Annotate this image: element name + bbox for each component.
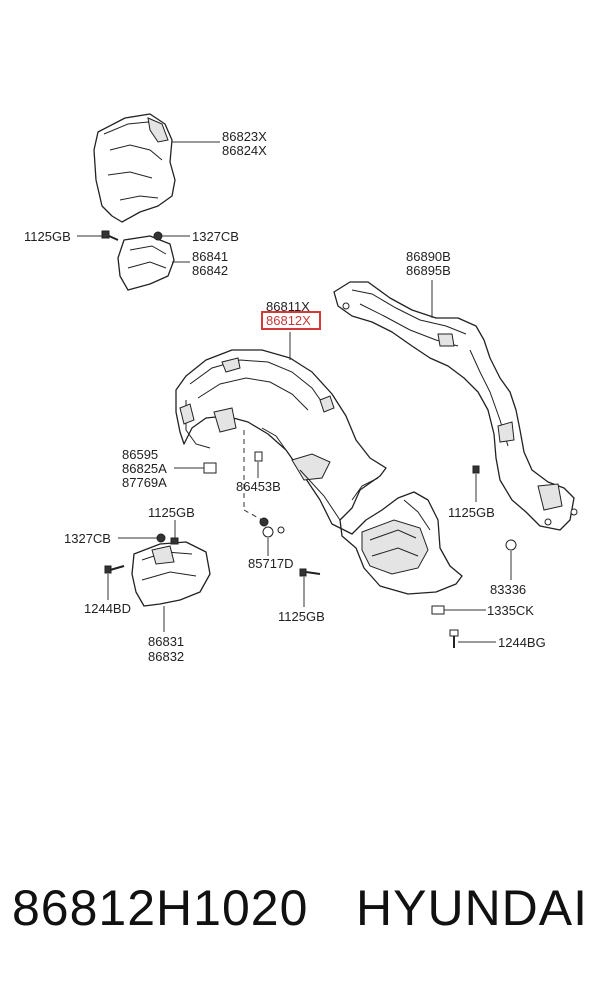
label-86453b: 86453B: [236, 479, 281, 494]
clip-1327cb-upper: [153, 231, 190, 241]
highlight-box-86812x: [261, 311, 321, 330]
label-86811x: 86811X: [266, 299, 310, 314]
label-86895b: 86895B: [406, 263, 451, 278]
part-number-caption: 86812H1020: [12, 880, 309, 936]
label-85717d: 85717D: [248, 556, 294, 571]
clip-1327cb-lower: [118, 533, 166, 543]
label-86890b: 86890B: [406, 249, 451, 264]
label-86824x: 86824X: [222, 143, 267, 158]
label-86842: 86842: [192, 263, 228, 278]
mud-flap-lower: [131, 541, 211, 607]
label-87769a: 87769A: [122, 475, 167, 490]
label-1327cb-b: 1327CB: [64, 531, 111, 546]
clip-86595: [174, 462, 217, 474]
label-86841: 86841: [192, 249, 228, 264]
parts-diagram: 86823X 86824X 1125GB 1327CB 86841 86842 …: [24, 113, 578, 664]
fender-liner-part: [175, 349, 463, 595]
label-1244bd: 1244BD: [84, 601, 131, 616]
label-1125gb-c: 1125GB: [448, 505, 495, 520]
label-86823x: 86823X: [222, 129, 267, 144]
mudguard-upper-part: [93, 113, 176, 223]
bolt-1125gb-lower: [299, 568, 321, 607]
reference-dash-line-2: [243, 509, 263, 521]
clip-86453b: [254, 451, 263, 478]
mud-flap-upper: [117, 235, 175, 291]
label-1244bg: 1244BG: [498, 635, 546, 650]
label-86825a: 86825A: [122, 461, 167, 476]
label-1327cb-a: 1327CB: [192, 229, 239, 244]
label-1125gb-d: 1125GB: [278, 609, 325, 624]
footer: 86812H1020 HYUNDAI: [0, 880, 600, 950]
bolt-1244bd: [104, 565, 125, 600]
label-1125gb-b: 1125GB: [148, 505, 195, 520]
bolt-1125gb-mid: [170, 520, 179, 545]
bolt-1125gb-upper: [77, 230, 119, 241]
label-86832: 86832: [148, 649, 184, 664]
brand-caption: HYUNDAI: [356, 880, 589, 936]
nut-1335ck: [431, 605, 486, 615]
label-83336: 83336: [490, 582, 526, 597]
bolt-1125gb-right: [472, 465, 480, 502]
label-86831: 86831: [148, 634, 184, 649]
label-1125gb-a: 1125GB: [24, 229, 71, 244]
clip-83336: [505, 539, 517, 580]
label-86595: 86595: [122, 447, 158, 462]
label-1335ck: 1335CK: [487, 603, 534, 618]
label-86812x: 86812X: [266, 313, 311, 328]
bolt-1244bg: [449, 629, 496, 648]
fastener-85717d: [259, 517, 285, 556]
rear-liner-part: [333, 281, 578, 531]
